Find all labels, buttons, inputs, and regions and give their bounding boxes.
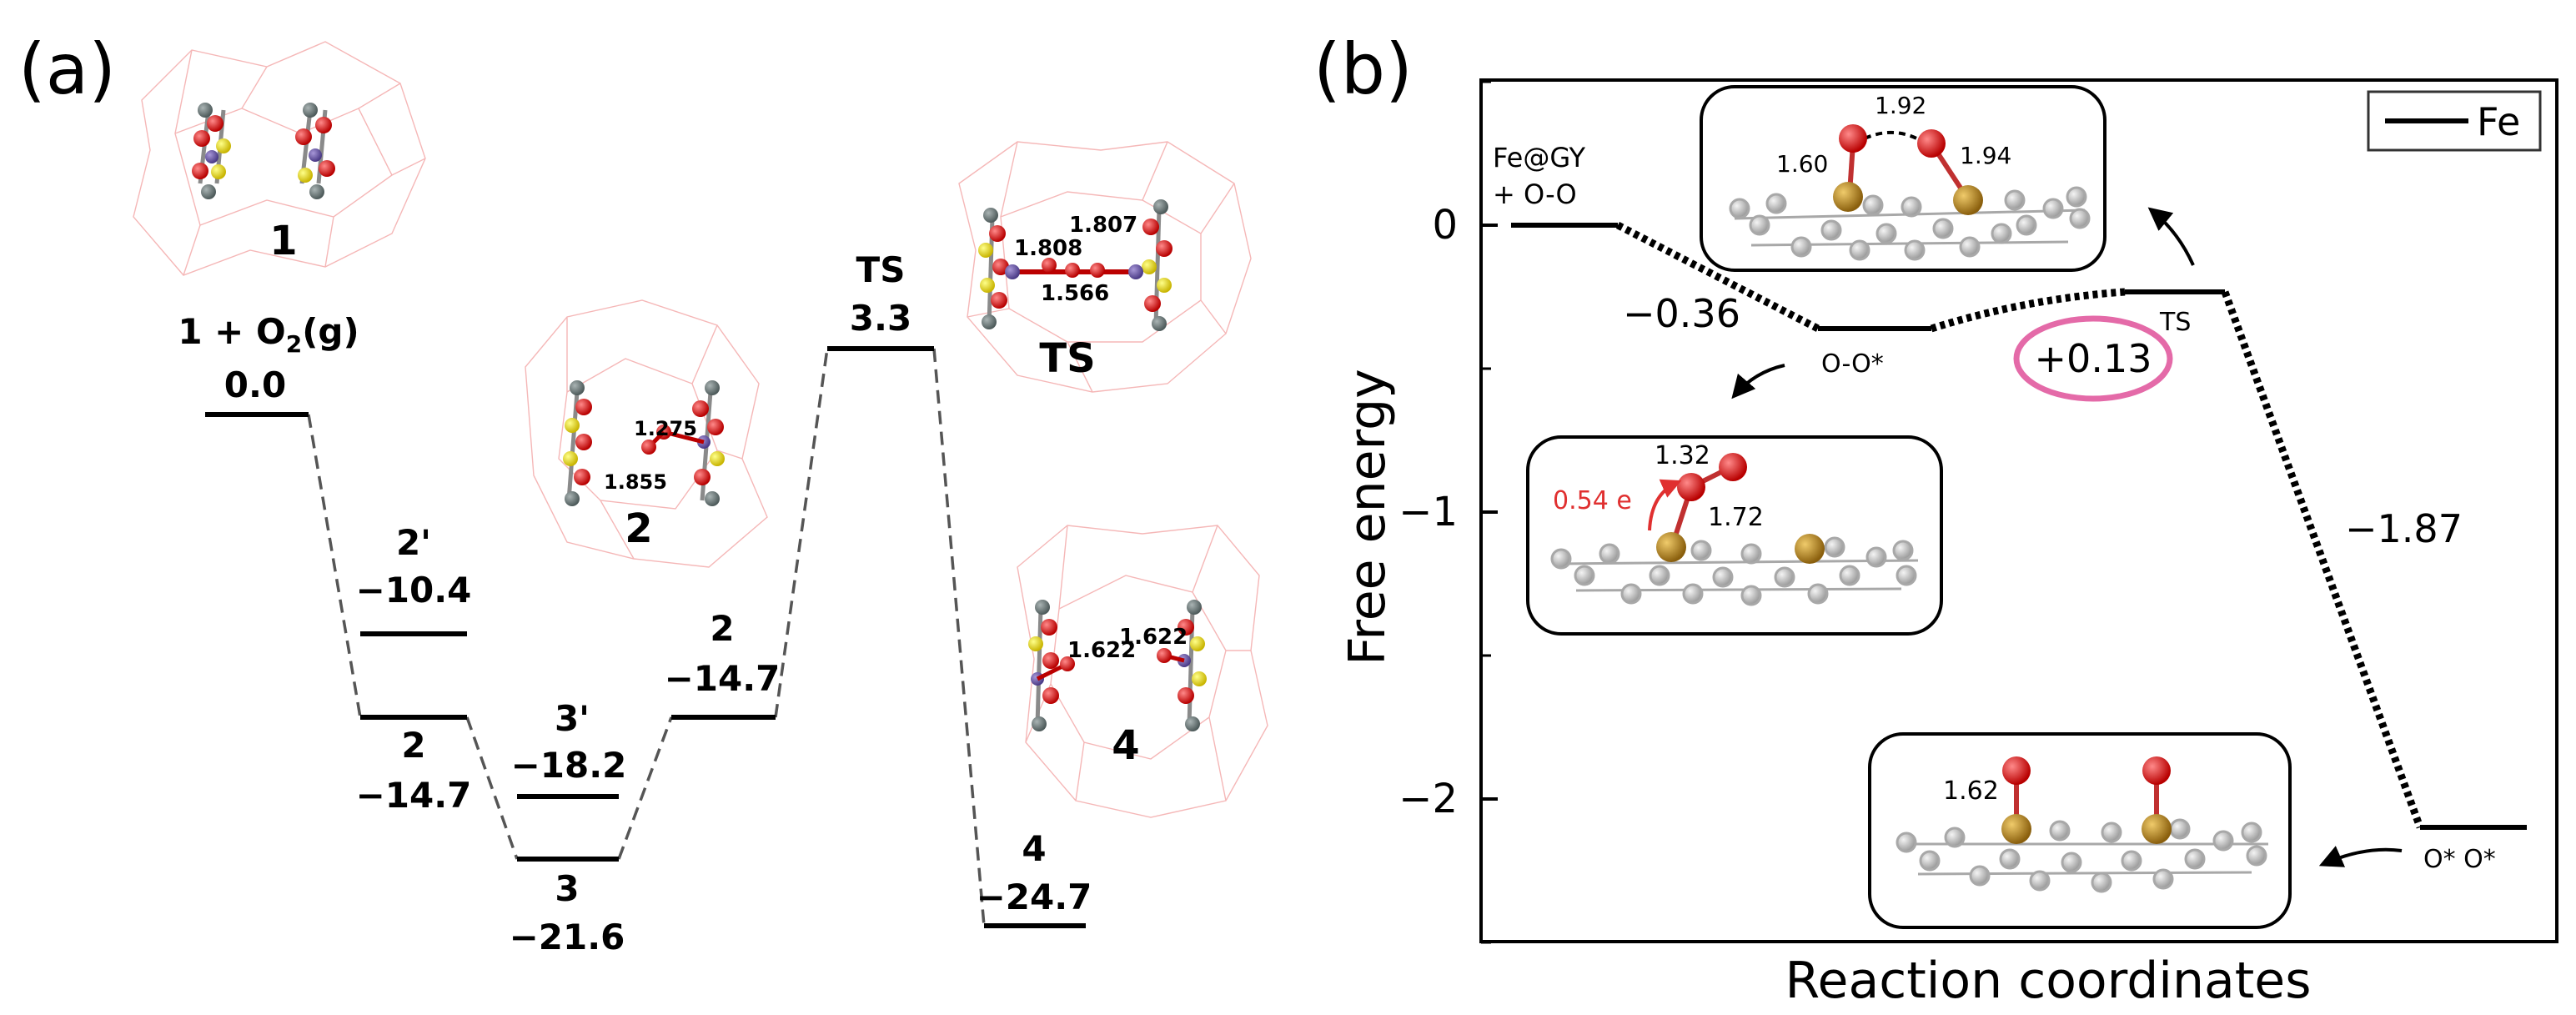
x-axis-label: Reaction coordinates	[1785, 952, 2312, 1010]
structure-2-d1: 1.275	[634, 417, 697, 440]
label-3p-name: 3'	[555, 698, 590, 739]
molecule-1-right	[295, 103, 335, 199]
inset-ts-d-right: 1.94	[1960, 142, 2011, 169]
inset-final-d-feo: 1.62	[1943, 776, 1999, 806]
inset-ts-o-left	[1839, 124, 1867, 153]
molecule-4	[1028, 600, 1207, 731]
inset-ts-d-oo: 1.92	[1875, 92, 1926, 119]
label-3-value: −21.6	[510, 917, 625, 957]
panel-a: (a) 1 + O2(g) 0.0 2' −10.4 2	[18, 28, 1268, 957]
arrow-to-ts-inset	[2147, 207, 2195, 266]
arrow-to-final-inset	[2318, 846, 2403, 867]
b-label-OO: O-O*	[1821, 349, 1884, 379]
y-tick-label-2: −2	[1398, 776, 1458, 822]
inset-ts-d-left: 1.60	[1776, 150, 1828, 178]
inset-ts-fe-left	[1833, 182, 1863, 212]
label-1-O2-name: 1 + O2(g)	[178, 311, 359, 358]
structure-2-d2: 1.855	[604, 470, 667, 494]
inset-ts-o-right	[1917, 129, 1946, 158]
label-2p-name: 2'	[396, 522, 431, 563]
label-4-name: 4	[1022, 828, 1046, 869]
label-1-O2-value: 0.0	[224, 364, 286, 405]
label-2a-name: 2	[401, 725, 425, 766]
inset-ts: 1.92 1.60 1.94	[1700, 85, 2106, 272]
label-2a-value: −14.7	[356, 775, 472, 816]
molecule-1-left	[192, 103, 231, 199]
structure-4-d2: 1.622	[1119, 625, 1188, 650]
inset-ts-fe-right	[1953, 185, 1983, 215]
b-step-3: −1.87	[2345, 506, 2463, 551]
label-3p-value: −18.2	[511, 745, 627, 786]
structure-4: 1.622 1.622 4	[1017, 525, 1268, 818]
structure-2-label: 2	[625, 505, 652, 552]
inset-final-sheet	[1896, 818, 2268, 893]
panel-a-levels	[205, 346, 1086, 928]
inset-oo-fe-right	[1795, 534, 1825, 564]
b-connector-3	[2221, 290, 2424, 829]
inset-oo-sheet	[1550, 536, 1919, 606]
inset-oo-o2	[1719, 453, 1747, 481]
b-label-start-2: + O-O	[1493, 178, 1577, 210]
structure-1-label: 1	[269, 218, 297, 264]
inset-oo-d-feo: 1.72	[1708, 503, 1764, 532]
structure-TS-d1: 1.808	[1014, 236, 1082, 261]
b-label-TS: TS	[2159, 308, 2191, 337]
inset-final-fe-left	[2001, 814, 2031, 844]
inset-ts-sheet	[1729, 186, 2091, 261]
inset-final: 1.62	[1868, 732, 2292, 929]
b-label-OO2: O* O*	[2423, 845, 2496, 874]
panel-b-label: (b)	[1313, 28, 1413, 110]
y-tick-label-0: 0	[1432, 202, 1458, 249]
y-tick-label-1: −1	[1398, 489, 1458, 535]
legend-label: Fe	[2477, 99, 2520, 144]
pathway	[1511, 222, 2527, 830]
inset-oo-charge: 0.54 e	[1553, 486, 1632, 515]
b-step-2-highlight	[2013, 315, 2173, 402]
label-3-name: 3	[555, 868, 579, 909]
panel-a-connectors	[307, 348, 986, 927]
inset-final-o-left	[2002, 756, 2031, 785]
molecule-TS	[978, 199, 1173, 331]
label-TS-value: 3.3	[850, 298, 911, 339]
structure-4-label: 4	[1112, 722, 1139, 769]
structure-TS-d3: 1.566	[1041, 281, 1109, 306]
inset-final-box	[1868, 732, 2292, 929]
y-axis-label: Free energy	[1338, 369, 1397, 665]
b-state-labels: Fe@GY + O-O O-O* TS O* O* −0.36 +0.13 −1…	[1493, 142, 2496, 874]
panel-b: (b) 0 −1 −2 Free energy Reaction coordin…	[1313, 28, 2558, 1010]
label-2b-name: 2	[710, 608, 734, 649]
b-connector-1	[1615, 222, 1820, 332]
molecule-2-right	[641, 380, 725, 506]
molecule-2-left	[563, 380, 592, 506]
arrow-to-oo-inset	[1731, 364, 1785, 399]
structure-TS: 1.808 1.807 1.566 TS	[958, 141, 1252, 393]
structure-TS-label: TS	[1039, 335, 1095, 382]
inset-oo-d-oo: 1.32	[1655, 441, 1710, 470]
structure-2: 1.275 1.855 2	[525, 299, 768, 568]
inset-oo-charge-arrow	[1648, 479, 1682, 531]
label-2b-value: −14.7	[665, 658, 781, 699]
inset-oo-o1	[1677, 473, 1705, 501]
label-2p-value: −10.4	[356, 570, 472, 611]
panel-a-label: (a)	[18, 28, 116, 110]
y-axis: 0 −1 −2 Free energy	[1338, 80, 1498, 944]
inset-final-fe-right	[2142, 814, 2172, 844]
panel-a-level-labels: 1 + O2(g) 0.0 2' −10.4 2 −14.7 3' −18.2 …	[178, 249, 1092, 957]
b-connector-2	[1930, 288, 2126, 333]
b-step-1: −0.36	[1623, 291, 1740, 336]
label-TS-name: TS	[856, 249, 906, 290]
inset-oo: 0.54 e 1.32 1.72	[1526, 435, 1943, 636]
structure-TS-d2: 1.807	[1069, 213, 1137, 238]
b-step-2: +0.13	[2035, 336, 2152, 381]
inset-final-o-right	[2142, 756, 2171, 785]
legend: Fe	[2367, 90, 2542, 152]
structure-4-d1: 1.622	[1067, 638, 1136, 663]
label-4-value: −24.7	[977, 877, 1092, 917]
b-arrows	[1731, 207, 2403, 867]
b-label-start-1: Fe@GY	[1493, 142, 1586, 173]
structure-1: 1	[133, 41, 426, 276]
inset-oo-fe-left	[1656, 532, 1686, 562]
